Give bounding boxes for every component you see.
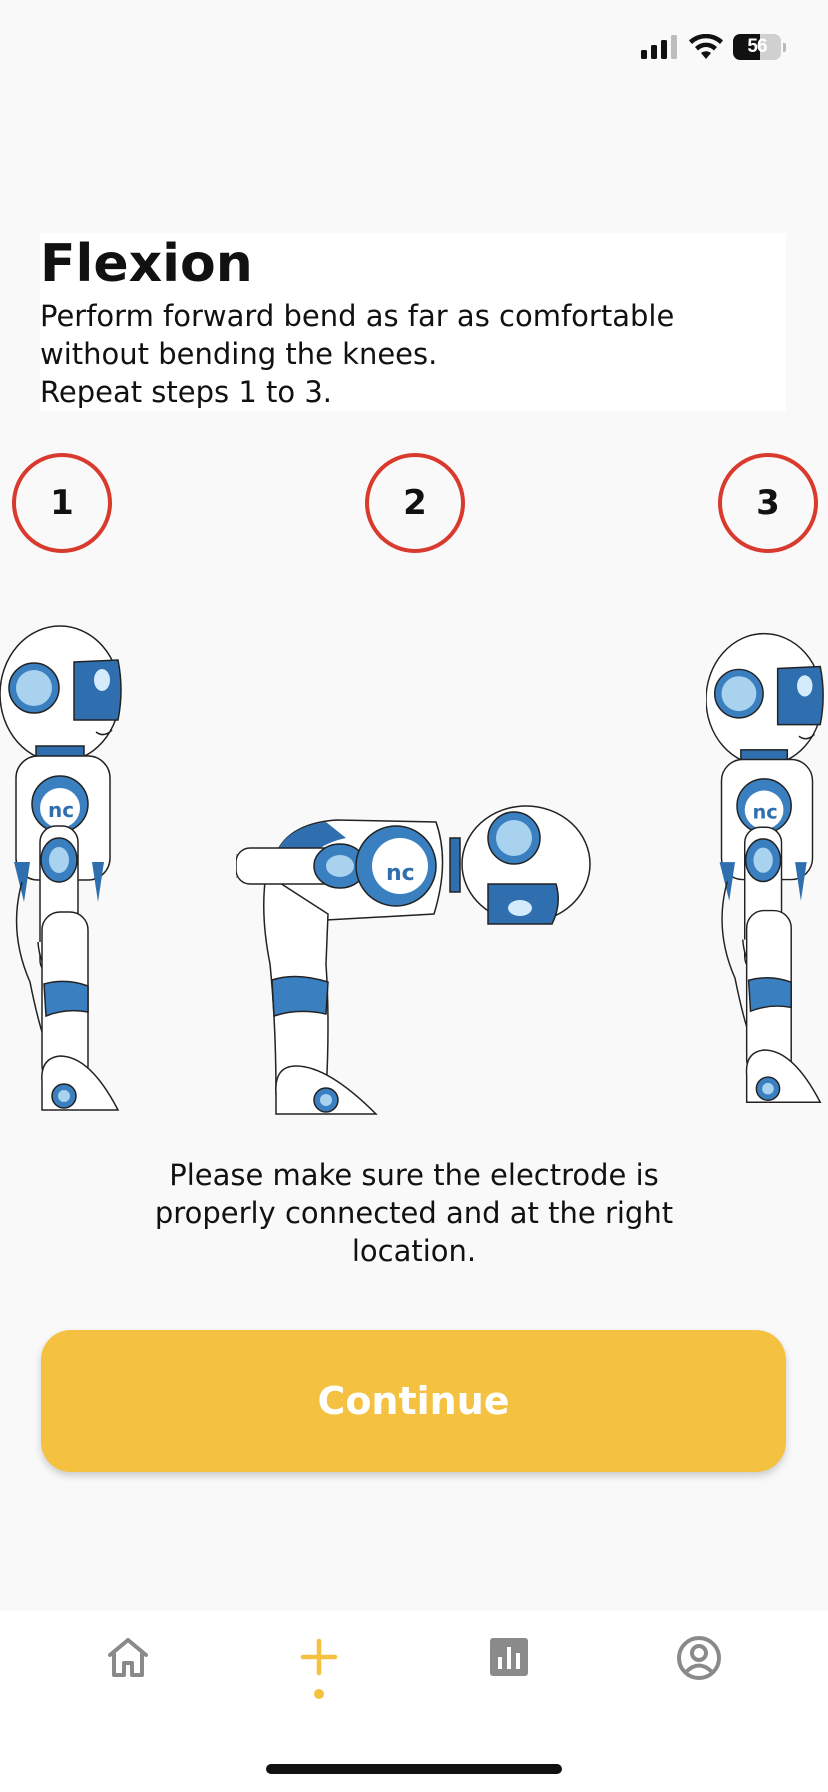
- active-tab-indicator: [314, 1689, 324, 1699]
- nav-home[interactable]: [88, 1635, 168, 1725]
- nav-add[interactable]: [279, 1635, 359, 1725]
- home-indicator[interactable]: [266, 1764, 562, 1774]
- profile-icon: [677, 1636, 721, 1680]
- exercise-title: Flexion: [40, 234, 253, 294]
- exercise-info-card: [40, 233, 786, 411]
- nav-stats[interactable]: [469, 1635, 549, 1725]
- cellular-signal-icon: [641, 35, 677, 59]
- plus-icon: [300, 1638, 338, 1676]
- step-3-standing-robot: nc: [706, 632, 824, 1103]
- bottom-nav: [0, 1611, 828, 1792]
- svg-text:nc: nc: [752, 801, 777, 824]
- status-icons: 56: [641, 34, 786, 60]
- battery-cap: [783, 42, 786, 52]
- step-1-standing-robot: nc: [0, 625, 122, 1111]
- svg-text:nc: nc: [386, 861, 415, 886]
- wifi-icon: [689, 34, 723, 59]
- status-bar: 56: [0, 0, 828, 100]
- exercise-description: Perform forward bend as far as comfortab…: [40, 299, 675, 409]
- svg-text:nc: nc: [48, 798, 74, 822]
- battery-fill: [733, 34, 760, 60]
- nav-profile[interactable]: [659, 1635, 739, 1725]
- step-1-badge: 1: [12, 453, 112, 553]
- step-2-bending-robot: nc: [236, 805, 591, 1115]
- step-1-number: 1: [50, 483, 74, 523]
- battery-icon: 56: [733, 34, 781, 60]
- home-icon: [108, 1638, 148, 1677]
- step-3-number: 3: [756, 483, 780, 523]
- continue-button[interactable]: Continue: [41, 1330, 786, 1472]
- battery-percent: 56: [747, 36, 767, 57]
- bar-chart-icon: [490, 1638, 528, 1676]
- step-2-number: 2: [403, 483, 427, 523]
- step-3-badge: 3: [718, 453, 818, 553]
- step-2-badge: 2: [365, 453, 465, 553]
- electrode-note: Please make sure the electrode is proper…: [154, 1158, 674, 1268]
